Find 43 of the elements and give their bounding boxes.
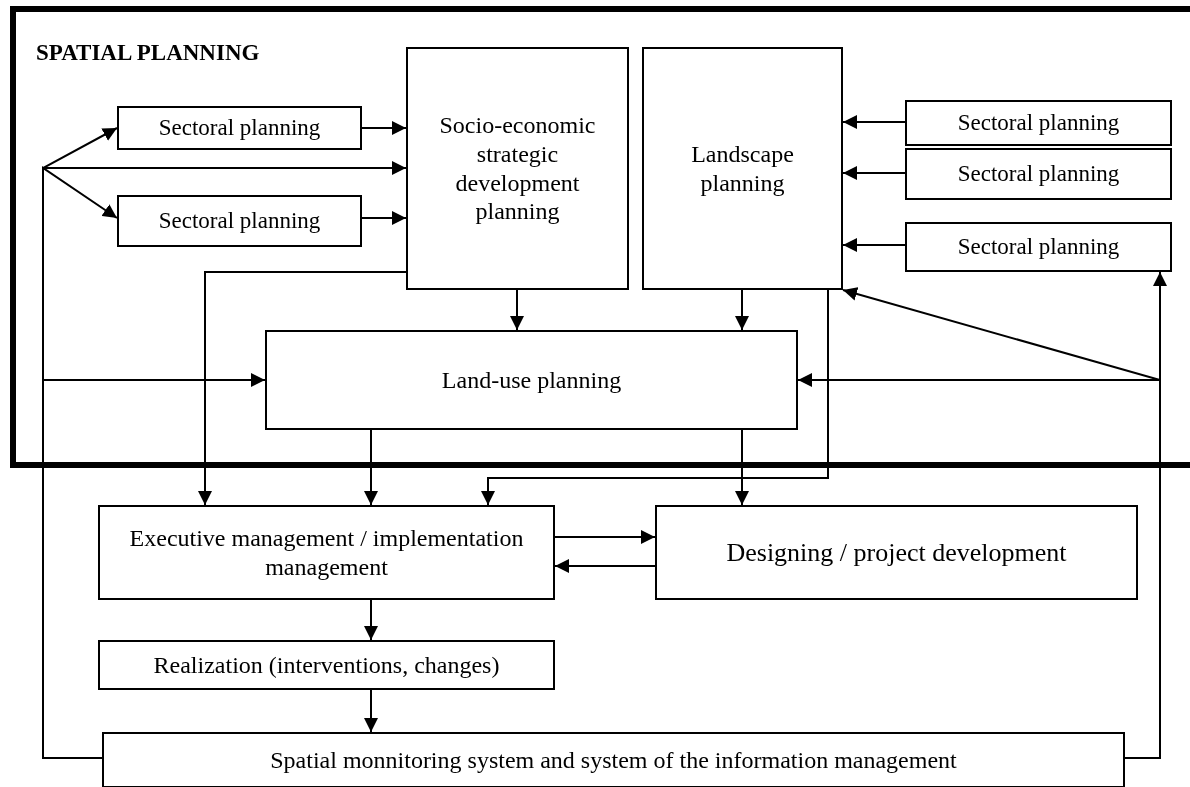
group-title: SPATIAL PLANNING bbox=[36, 40, 260, 66]
process-box bbox=[905, 100, 1172, 146]
arrow bbox=[198, 271, 407, 506]
process-box bbox=[98, 505, 555, 600]
arrow bbox=[554, 530, 656, 544]
box-label: Designing / project development bbox=[725, 536, 1068, 569]
box-label: Sectoral planning bbox=[157, 207, 322, 235]
process-box bbox=[642, 47, 843, 290]
box-label: Executive management / implementation management bbox=[128, 523, 525, 582]
box-label: Land-use planning bbox=[440, 365, 623, 395]
box-label: Spatial monnitoring system and system of the information management bbox=[269, 745, 958, 775]
arrow bbox=[361, 121, 407, 135]
process-box bbox=[655, 505, 1138, 600]
arrow bbox=[735, 289, 749, 331]
arrow bbox=[42, 373, 266, 759]
box-label: Landscape planning bbox=[690, 139, 795, 198]
arrow bbox=[842, 166, 906, 180]
arrow bbox=[554, 559, 656, 573]
arrow bbox=[361, 211, 407, 225]
arrow bbox=[842, 238, 906, 252]
process-box bbox=[265, 330, 798, 430]
arrow bbox=[797, 373, 1161, 759]
arrow bbox=[364, 599, 378, 641]
process-box bbox=[117, 195, 362, 247]
process-box bbox=[117, 106, 362, 150]
arrow bbox=[364, 429, 378, 506]
box-label: Sectoral planning bbox=[956, 160, 1121, 188]
process-box bbox=[905, 222, 1172, 272]
arrow bbox=[481, 289, 829, 506]
process-box bbox=[98, 640, 555, 690]
box-label: Sectoral planning bbox=[956, 233, 1121, 261]
arrow bbox=[364, 689, 378, 733]
arrow bbox=[510, 289, 524, 331]
box-label: Realization (interventions, changes) bbox=[152, 650, 501, 680]
process-box bbox=[905, 148, 1172, 200]
box-label: Sectoral planning bbox=[157, 114, 322, 142]
group-frame bbox=[10, 6, 1190, 468]
box-label: Socio-economic strategic development planning bbox=[438, 110, 597, 227]
process-box bbox=[406, 47, 629, 290]
arrow bbox=[842, 115, 906, 129]
process-box bbox=[102, 732, 1125, 787]
arrow bbox=[735, 429, 749, 506]
box-label: Sectoral planning bbox=[956, 109, 1121, 137]
